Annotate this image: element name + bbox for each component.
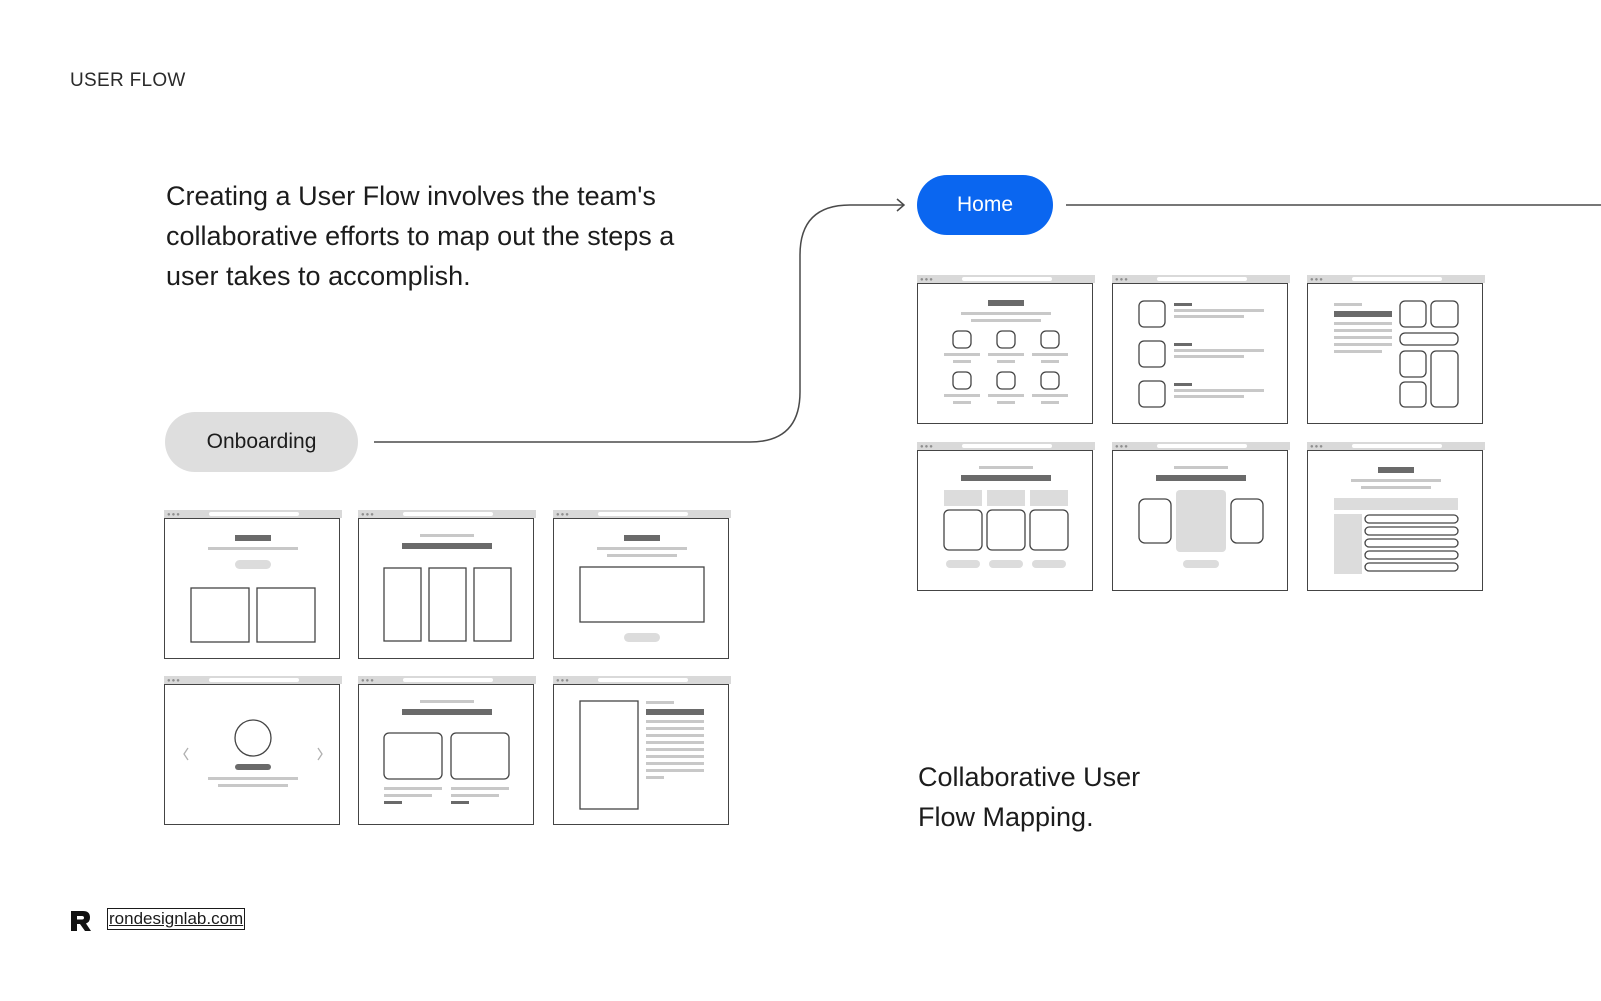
caption: Collaborative User Flow Mapping. xyxy=(918,757,1178,837)
wireframe-thumbnail: ●●● xyxy=(917,275,1095,425)
wireframe-thumbnail: ●●● xyxy=(164,510,342,660)
website-link[interactable]: rondesignlab.com xyxy=(107,908,246,930)
intro-text: Creating a User Flow involves the team's… xyxy=(166,181,675,291)
arrowhead-icon xyxy=(896,198,906,212)
home-node[interactable]: Home xyxy=(917,175,1053,235)
wireframe-thumbnail: ●●● xyxy=(358,510,536,660)
wireframe-thumbnail: ●●● xyxy=(358,676,536,826)
r-logo-icon xyxy=(71,911,91,931)
wireframe-thumbnail: ●●● xyxy=(1112,442,1290,592)
connector-onboarding-to-home xyxy=(374,204,903,443)
wireframe-thumbnail: ●●● xyxy=(553,676,731,826)
wireframe-thumbnail: ●●● xyxy=(917,442,1095,592)
wireframe-thumbnail: ●●● xyxy=(1307,275,1485,425)
caption-line-2: Flow Mapping. xyxy=(918,802,1094,832)
caption-line-1: Collaborative User xyxy=(918,762,1141,792)
wireframe-thumbnail: ●●● xyxy=(1112,275,1290,425)
section-label: USER FLOW xyxy=(70,70,186,91)
wireframe-thumbnail: ●●● xyxy=(1307,442,1485,592)
onboarding-node[interactable]: Onboarding xyxy=(165,412,358,472)
wireframe-thumbnail: ●●● xyxy=(553,510,731,660)
wireframe-thumbnail: ●●● xyxy=(164,676,342,826)
